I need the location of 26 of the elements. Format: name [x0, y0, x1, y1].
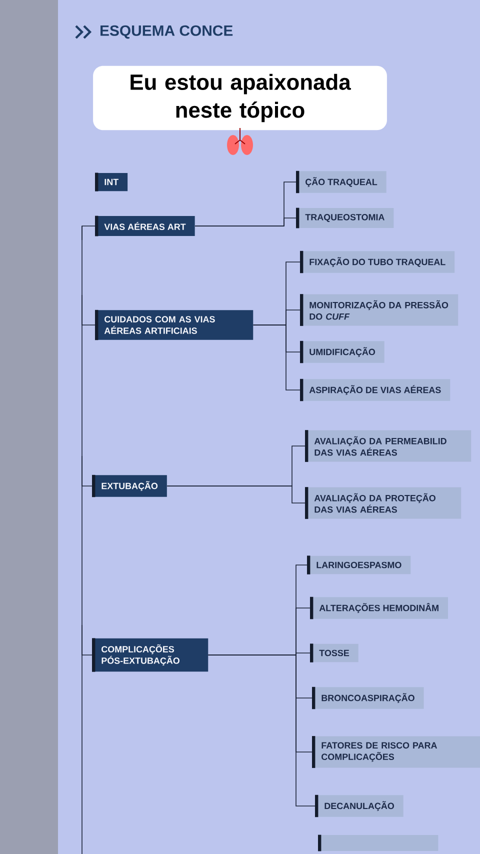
connector-line	[208, 654, 316, 806]
connector-line	[194, 218, 296, 226]
subtopic-box: AVALIAÇÃO DA PROTEÇÃO DAS VIAS AÉREAS	[305, 487, 462, 519]
topic-box: COMPLICAÇÕES PÓS-EXTUBAÇÃO	[92, 638, 208, 672]
subtopic-box: UMIDIFICAÇÃO	[300, 340, 384, 364]
subtopic-box: FATORES DE RISCO PARA COMPLICAÇÕES	[312, 736, 480, 768]
connector-line	[166, 486, 306, 504]
subtopic-box: ALTERAÇÕES HEMODINÂM	[310, 596, 448, 620]
topic-box: EXTUBAÇÃO	[92, 474, 167, 498]
subtopic-box: TOSSE	[310, 644, 358, 662]
title: ESQUEMA CONCE	[100, 25, 233, 39]
caption-bubble: Eu estou apaixonada neste tópico	[93, 66, 387, 130]
subtopic-box: TRAQUEOSTOMIA	[296, 208, 394, 228]
empty-box	[318, 834, 438, 852]
topic-box: VIAS AÉREAS ART	[95, 216, 195, 236]
subtopic-box: AVALIAÇÃO DA PERMEABILID DAS VIAS AÉREAS	[305, 430, 472, 462]
connector-line	[252, 324, 300, 390]
subtopic-box: DECANULAÇÃO	[315, 794, 404, 818]
subtopic-box: ASPIRAÇÃO DE VIAS AÉREAS	[300, 378, 450, 402]
topic-box: INT	[95, 172, 128, 192]
subtopic-box: LARINGOESPASMO	[307, 556, 411, 574]
subtopic-box: MONITORIZAÇÃO DA PRESSÃO DO CUFF	[300, 294, 458, 326]
subtopic-box: ÇÃO TRAQUEAL	[296, 170, 386, 194]
subtopic-box: FIXAÇÃO DO TUBO TRAQUEAL	[300, 250, 455, 274]
topic-box: CUIDADOS COM AS VIAS AÉREAS ARTIFICIAIS	[95, 310, 254, 340]
subtopic-box: BRONCOASPIRAÇÃO	[312, 686, 424, 710]
